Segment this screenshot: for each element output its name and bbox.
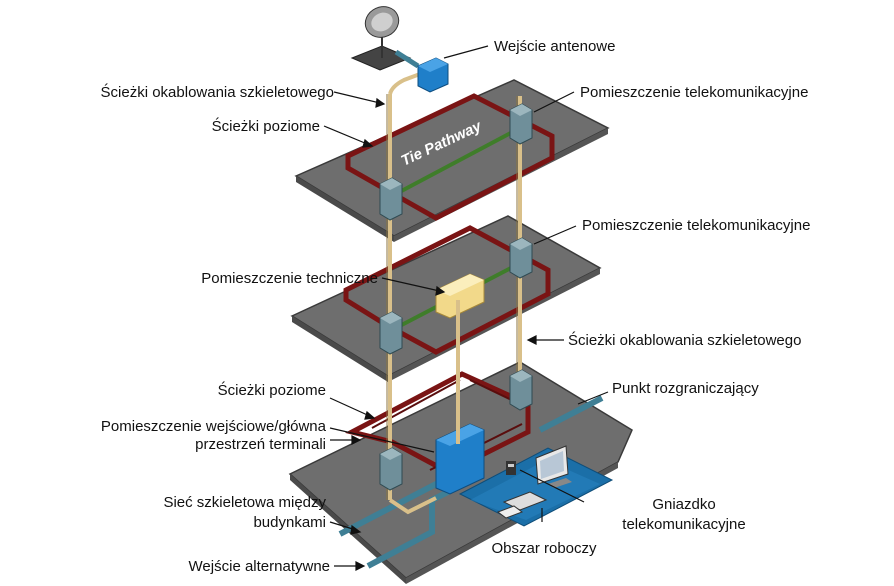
label-campus-backbone-line1: Sieć szkieletowa między [163,494,326,511]
wall-outlet-icon [506,461,516,475]
telephone-icon [496,505,524,519]
leader-lines [323,45,609,571]
antenna-entrance-box [417,57,449,93]
telecom-closet-bottom-right [509,369,533,411]
label-campus-backbone-line2: budynkami [253,514,326,531]
telecom-closet-mid-right [509,237,533,279]
telecom-closet-mid-left [379,311,403,355]
telecom-closet-bottom-left [379,447,403,491]
horizontal-pathway-middle [343,225,551,355]
label-antenna-entrance: Wejście antenowe [494,38,616,55]
label-backbone-paths-middle: Ścieżki okablowania szkieletowego [568,332,802,349]
tie-pathway-top [391,126,521,198]
label-equipment-room: Pomieszczenie techniczne [201,270,378,287]
computer-monitor-icon [535,445,572,488]
label-telecom-outlet-line1: Gniazdko [652,496,716,513]
label-work-area: Obszar roboczy [491,540,597,557]
label-telecom-outlet-line2: telekomunikacyjne [622,516,746,533]
label-entrance-room-line1: Pomieszczenie wejściowe/główna [100,418,326,435]
label-backbone-paths-top: Ścieżki okablowania szkieletowego [100,84,334,101]
label-horizontal-paths-bottom: Ścieżki poziome [217,382,326,399]
label-telecom-room-middle: Pomieszczenie telekomunikacyjne [582,217,811,234]
telecom-closet-top-left [379,177,403,221]
label-demarcation-point: Punkt rozgraniczający [612,380,759,397]
horizontal-pathway-top [345,93,555,221]
label-entrance-room-line2: przestrzeń terminali [195,436,326,453]
label-horizontal-paths-top: Ścieżki poziome [211,118,320,135]
equipment-room-box [435,273,485,319]
satellite-dish-icon [350,6,420,71]
label-alternate-entrance: Wejście alternatywne [188,558,330,575]
label-telecom-room-top: Pomieszczenie telekomunikacyjne [580,84,809,101]
telecom-closet-top-right [509,103,533,145]
